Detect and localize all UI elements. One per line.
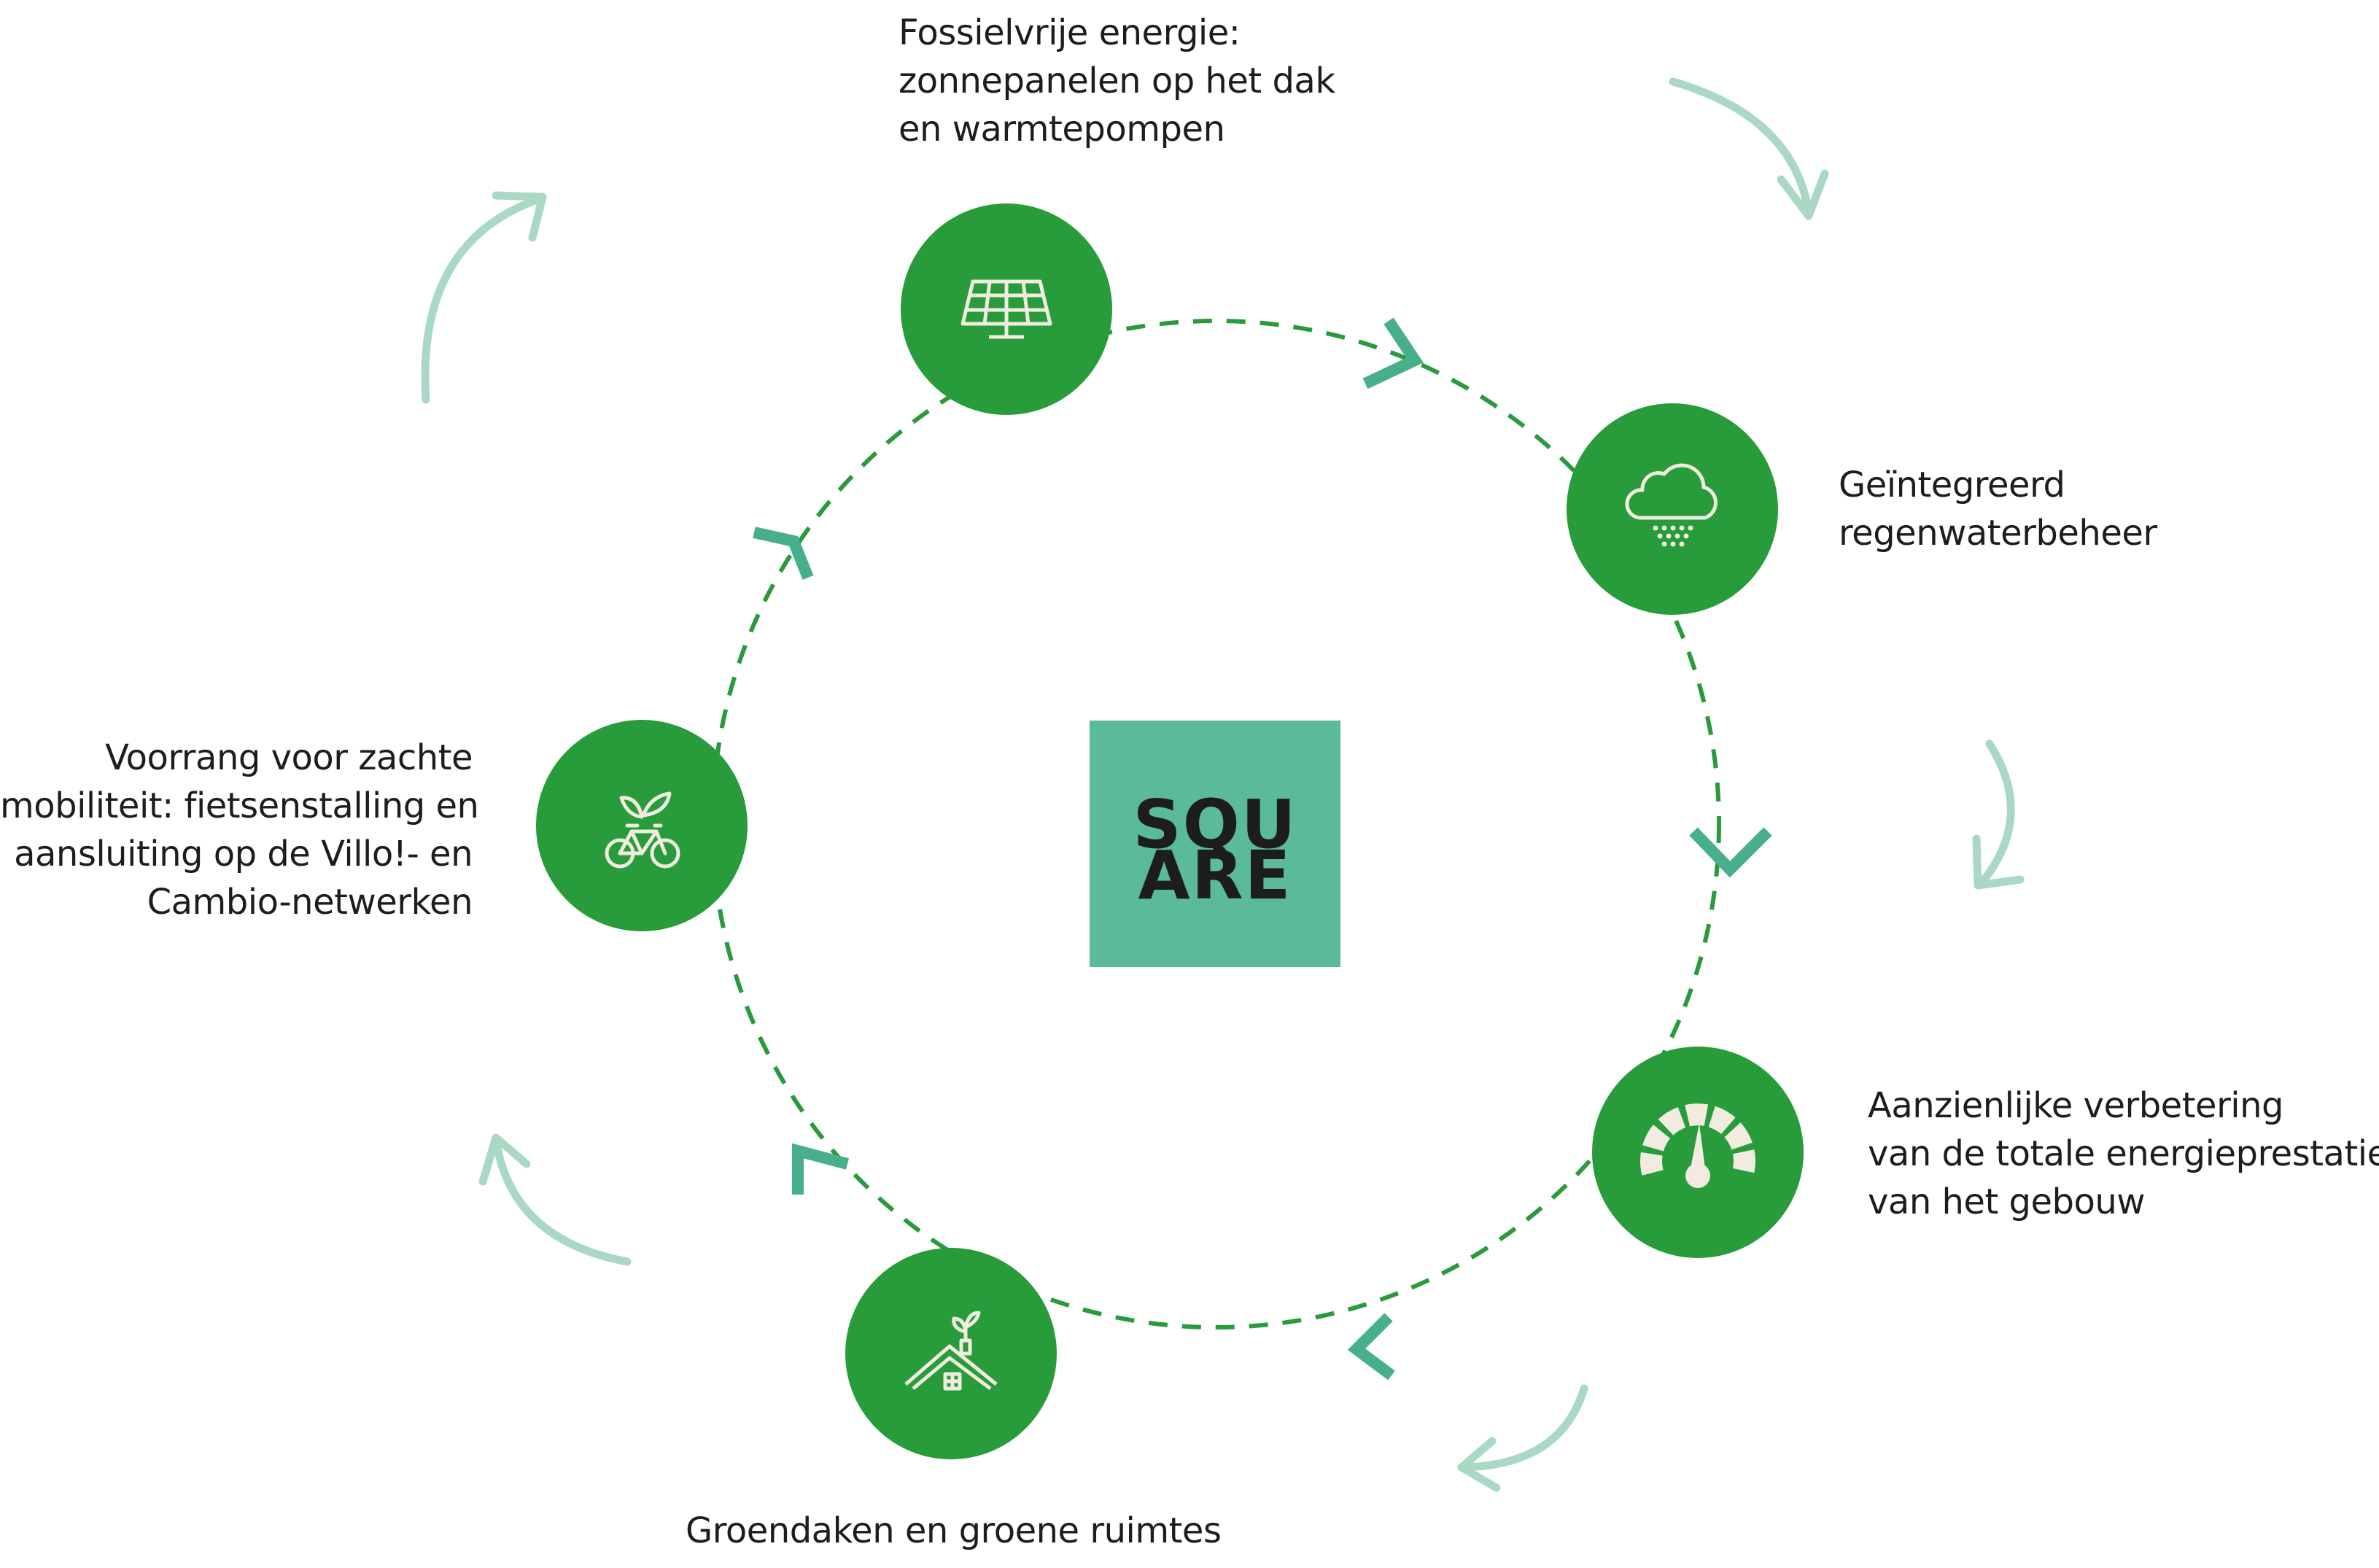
curved-arrow-icon: [1976, 740, 2015, 888]
square-logo: SQU ARE: [1090, 721, 1340, 967]
green-label: Groendaken en groene ruimtes: [686, 1507, 1222, 1555]
rain-cloud-icon: [1625, 463, 1718, 547]
energy-label-line-2: van de totale energieprestatie: [1868, 1133, 2379, 1174]
node-green: [845, 1248, 1057, 1459]
energy-label: Aanzienlijke verbetering van de totale e…: [1868, 1082, 2379, 1226]
node-energy: [1592, 1047, 1804, 1258]
chevron-arrow-icon: [792, 1143, 850, 1195]
cycle-chevrons: [753, 317, 1772, 1381]
outer-flow-arrows: [421, 77, 2025, 1492]
rain-label-line-1: Geïntegreerd: [1839, 465, 2065, 505]
solar-label-line-1: Fossielvrije energie:: [899, 12, 1241, 53]
node-mobility: [536, 720, 748, 931]
logo-line-2: ARE: [1138, 837, 1292, 915]
green-label-line-1: Groendaken en groene ruimtes: [686, 1510, 1222, 1551]
logo-line-1: SQU: [1133, 785, 1297, 863]
rain-label: Geïntegreerd regenwaterbeheer: [1839, 461, 2157, 557]
energy-label-line-1: Aanzienlijke verbetering: [1868, 1085, 2284, 1126]
curved-arrow-icon: [1457, 1437, 1501, 1492]
mobility-label-line-4: Cambio-netwerken: [147, 882, 473, 923]
mobility-label-line-1: Voorrang voor zachte: [105, 737, 473, 778]
curved-arrow-icon: [1777, 169, 1829, 220]
curved-arrow-icon: [1669, 77, 1813, 217]
solar-panel-icon: [960, 279, 1052, 339]
node-rain: [1567, 403, 1778, 615]
solar-label: Fossielvrije energie: zonnepanelen op he…: [899, 9, 1335, 153]
gauge-icon: [1640, 1103, 1755, 1188]
curved-arrow-icon: [492, 191, 547, 242]
curved-arrow-icon: [478, 1133, 531, 1186]
energy-label-line-3: van het gebouw: [1868, 1181, 2146, 1222]
curved-arrow-icon: [492, 1135, 632, 1266]
rain-label-line-2: regenwaterbeheer: [1839, 513, 2157, 554]
chevron-arrow-icon: [1689, 827, 1772, 878]
chevron-arrow-icon: [1362, 317, 1424, 389]
bicycle-leaf-icon: [605, 791, 680, 869]
chevron-arrow-icon: [753, 527, 814, 580]
mobility-label: Voorrang voor zachte mobiliteit: fietsen…: [0, 734, 479, 926]
curved-arrow-icon: [1457, 1384, 1588, 1472]
curved-arrow-icon: [1972, 834, 2025, 890]
chevron-arrow-icon: [1347, 1313, 1395, 1381]
green-roof-house-icon: [904, 1311, 998, 1391]
node-solar: [901, 203, 1112, 415]
curved-arrow-icon: [421, 194, 546, 404]
solar-label-line-3: en warmtepompen: [899, 109, 1225, 150]
mobility-label-line-2: mobiliteit: fietsenstalling en: [0, 785, 479, 826]
solar-label-line-2: zonnepanelen op het dak: [899, 61, 1335, 101]
mobility-label-line-3: aansluiting op de Villo!- en: [14, 834, 473, 874]
